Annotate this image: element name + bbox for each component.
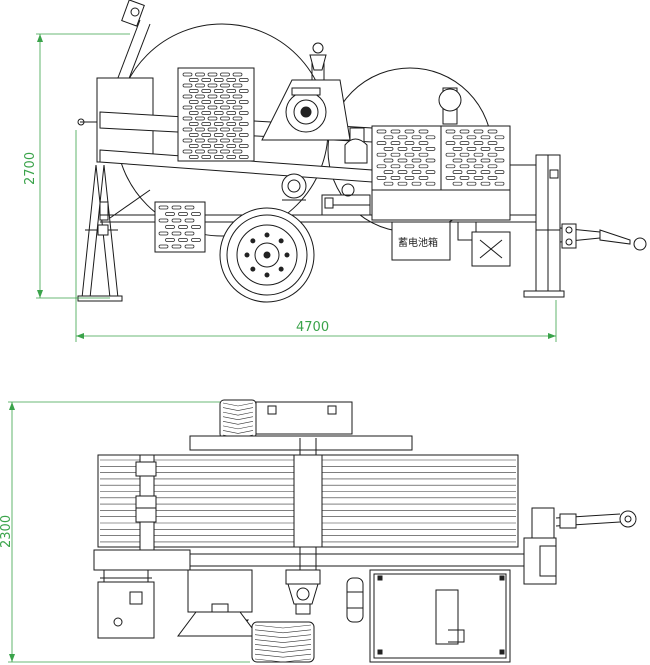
side-pulley [281, 173, 307, 201]
engine-housing [371, 125, 511, 221]
side-length-dimension: 4700 [296, 320, 329, 335]
top-cross-bar [189, 435, 413, 451]
rear-stand [510, 154, 565, 298]
lower-grille-box [154, 201, 206, 253]
top-width-dimension: 2300 [0, 515, 14, 548]
top-view: 2300 [0, 399, 637, 663]
battery-box: 蓄电池箱 [391, 221, 477, 261]
top-wheel-upper [219, 399, 257, 439]
tow-hitch [559, 223, 647, 251]
left-post [135, 454, 157, 566]
top-gear [285, 569, 321, 615]
hydraulic-block [321, 183, 371, 216]
top-dimensions [8, 401, 250, 663]
central-gear [261, 42, 351, 141]
drum-stack [97, 438, 519, 575]
x-box [471, 231, 511, 267]
top-cylinder [346, 577, 364, 623]
left-rail-block [93, 549, 191, 571]
battery-box-label: 蓄电池箱 [398, 236, 438, 249]
arm-top-clamp [121, 0, 145, 27]
top-wheel-lower [251, 621, 315, 663]
engine-head [344, 87, 462, 164]
top-tow-assembly [523, 507, 637, 585]
funnel [177, 569, 259, 637]
side-wheel [219, 207, 315, 303]
side-dimensions [36, 33, 557, 342]
bottom-left-box [97, 570, 155, 639]
side-height-dimension: 2700 [23, 152, 38, 185]
bottom-right-box [369, 569, 511, 663]
front-foot [77, 295, 123, 302]
side-view: 蓄电池箱 [23, 0, 647, 342]
front-grille-panel [177, 67, 255, 162]
front-legs [77, 164, 123, 302]
